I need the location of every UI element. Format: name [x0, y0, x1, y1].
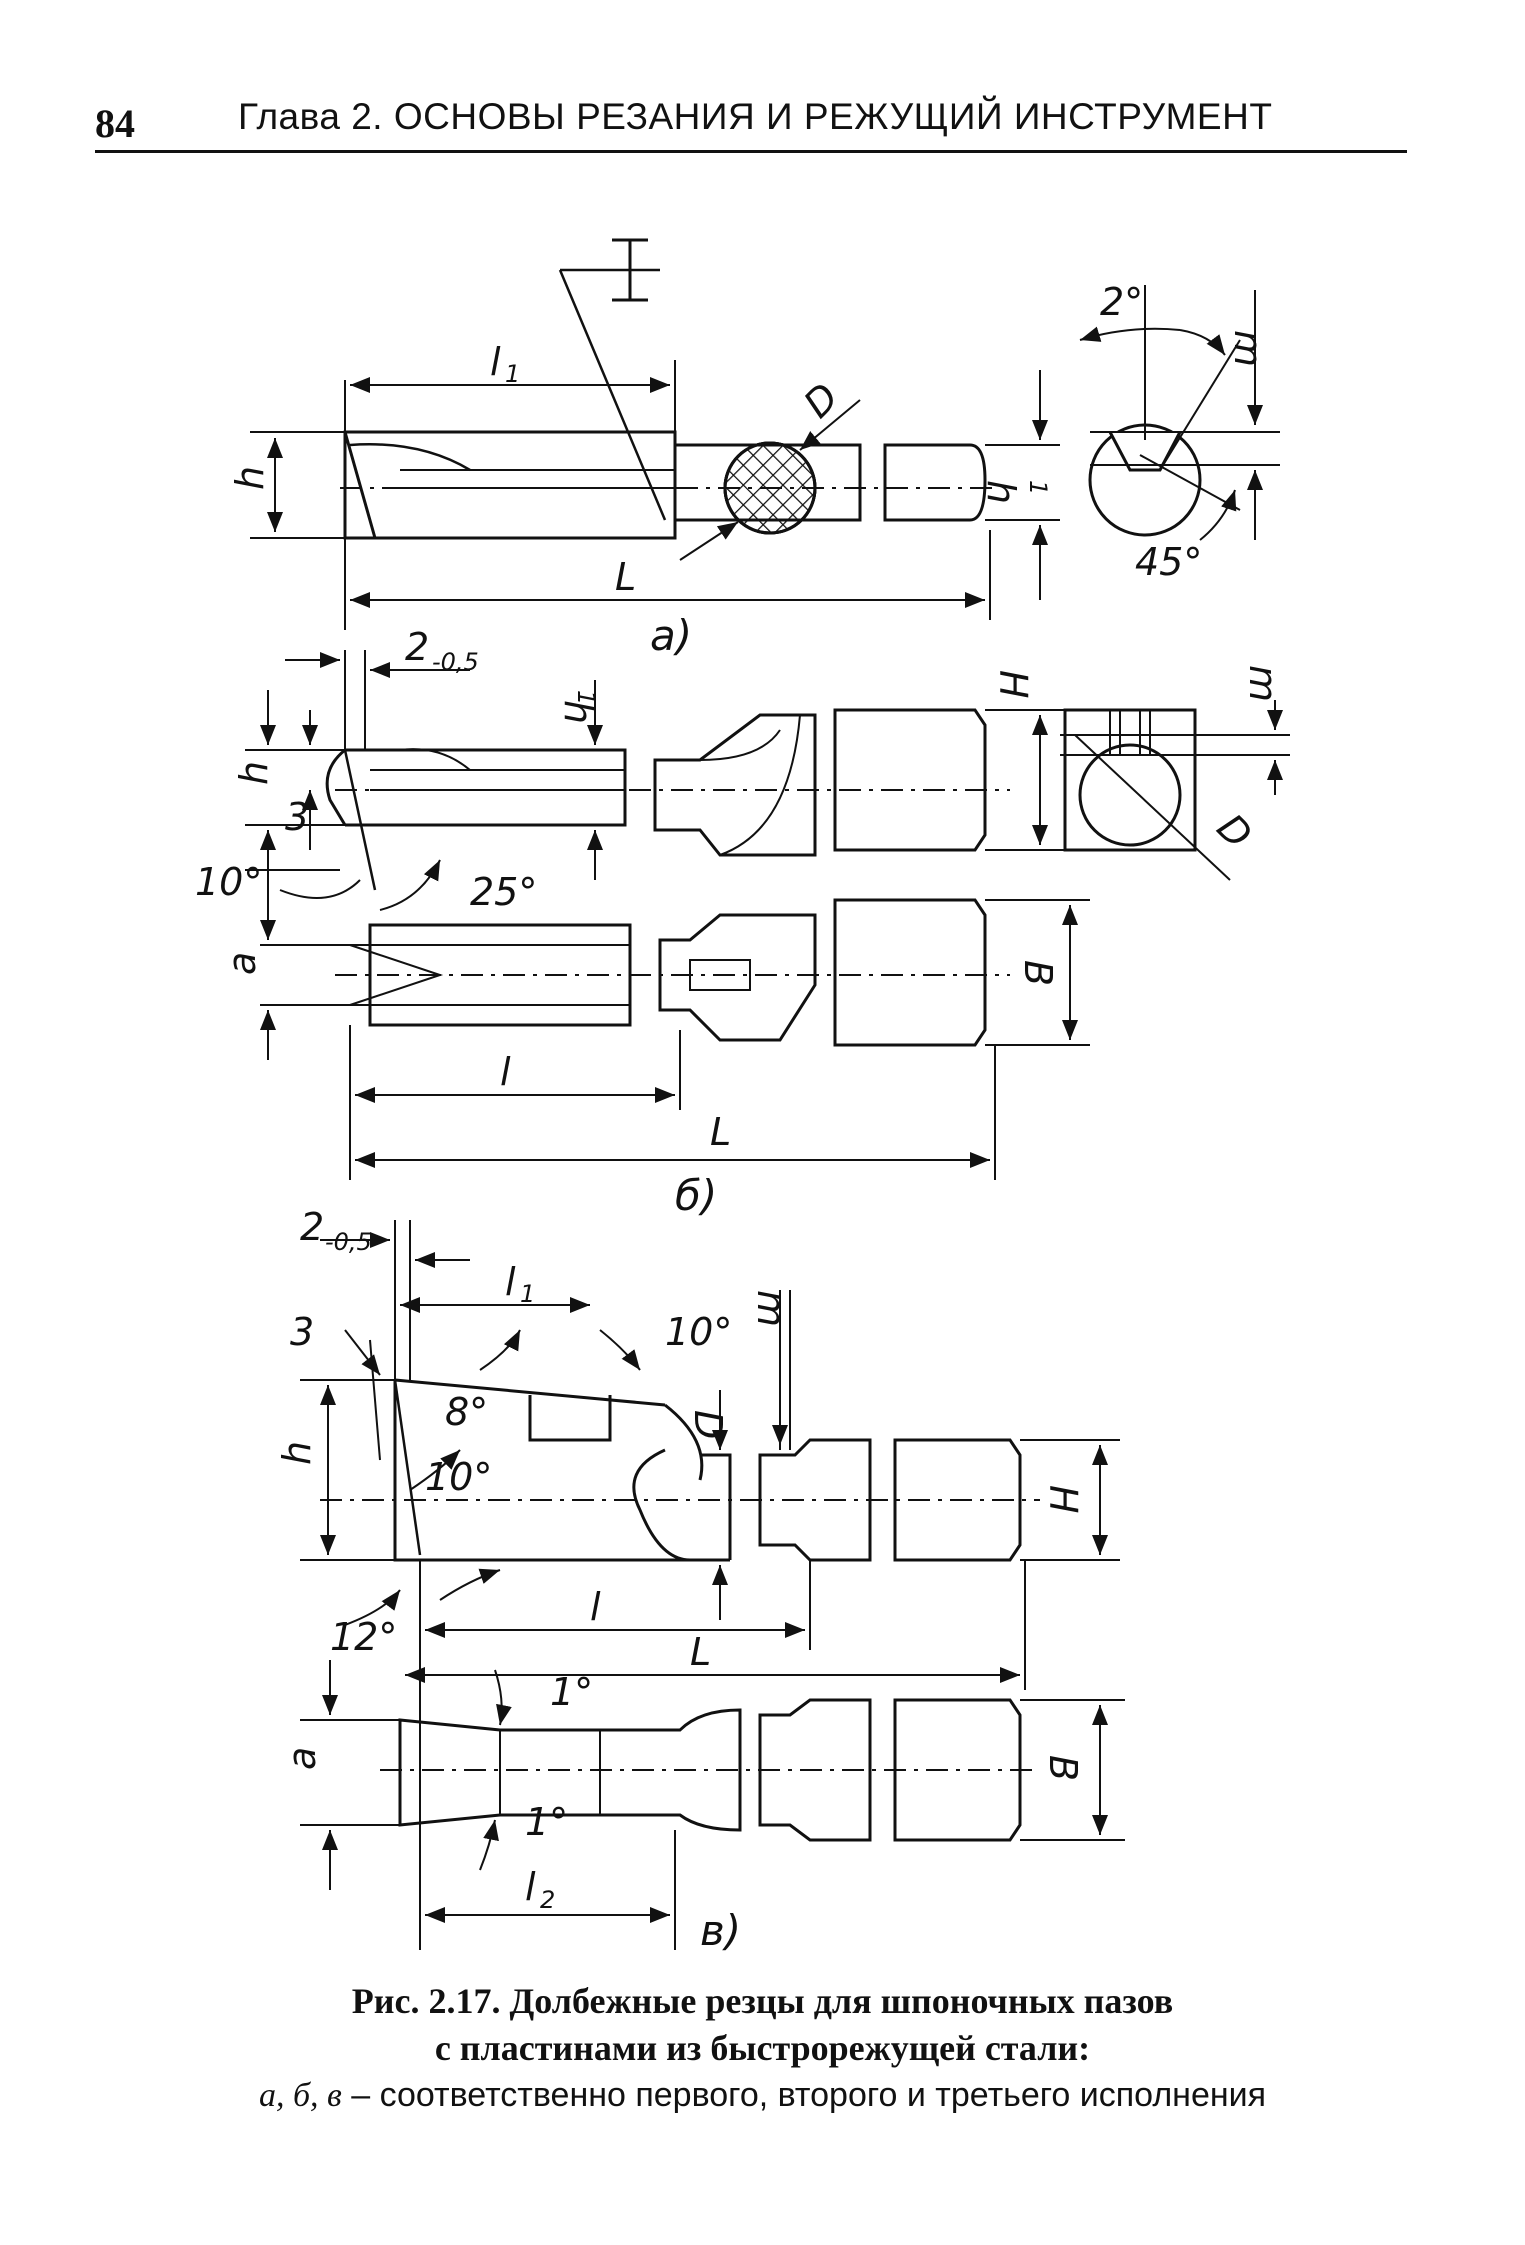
label-c: в) [700, 1906, 741, 1955]
label-a: а) [650, 611, 692, 660]
dim-m-c: m [749, 1290, 793, 1327]
dim-l2-c: l [525, 1865, 536, 1909]
caption-description-text: – соответственно первого, второго и трет… [341, 2076, 1267, 2114]
dim-h1-a: h [979, 480, 1023, 504]
page-number: 84 [95, 101, 135, 146]
tol-2-b: 2 [405, 625, 429, 669]
dim-h-b: h [232, 761, 276, 785]
angle-2-a: 2° [1100, 280, 1143, 324]
dim-H-c: H [1041, 1485, 1085, 1514]
dim-3-b: 3 [285, 795, 309, 839]
dim-D-a: D [795, 375, 847, 427]
dim-D-c: D [686, 1410, 730, 1439]
dim-L-b: L [710, 1110, 731, 1154]
svg-text:1: 1 [520, 1280, 535, 1308]
view-b-labels: 2 -0,5 h 3 h 1 10° 25° H m D a B l L б) [195, 625, 1285, 1220]
chapter-title: Глава 2. ОСНОВЫ РЕЗАНИЯ И РЕЖУЩИЙ ИНСТРУ… [238, 96, 1273, 137]
view-c-labels: 2 -0,5 3 l 1 10° m 8° D h 10° H 12° l L … [275, 1205, 1085, 1955]
dim-l-c: l [590, 1585, 601, 1629]
angle-45-a: 45° [1135, 540, 1202, 584]
figure-caption-description: а, б, в – соответственно первого, второг… [0, 2076, 1525, 2115]
svg-text:1: 1 [505, 360, 520, 388]
header-rule [95, 150, 1407, 153]
dim-l1-c: l [505, 1260, 516, 1304]
svg-text:2: 2 [540, 1886, 555, 1914]
figure-caption-title: Рис. 2.17. Долбежные резцы для шпоночных… [351, 1981, 1174, 2021]
dim-L-a: L [615, 555, 636, 599]
caption-variants: а, б, в [258, 2077, 342, 2114]
angle-10b-c: 10° [425, 1455, 492, 1499]
view-c [300, 1220, 1125, 1950]
dim-a-c: a [280, 1747, 324, 1770]
angle-1b-c: 1° [525, 1800, 568, 1844]
dim-a-b: a [220, 952, 264, 975]
dim-l-b: l [500, 1050, 511, 1094]
figure-drawing: l 1 L h h 1 D 2° m 45° а) [195, 238, 1290, 1955]
svg-text:-0,5: -0,5 [325, 1228, 372, 1256]
figure-caption-title-2: с пластинами из быстрорежущей стали: [434, 2028, 1091, 2068]
dim-h1-b: h [556, 700, 600, 724]
dim-3-c: 3 [290, 1310, 314, 1354]
dim-h-c: h [275, 1441, 319, 1465]
dim-B-b: B [1016, 960, 1060, 986]
angle-1a-c: 1° [550, 1670, 593, 1714]
svg-text:-0,5: -0,5 [432, 648, 479, 676]
dim-D-b: D [1209, 805, 1261, 857]
dim-L-c: L [690, 1630, 711, 1674]
angle-8-c: 8° [445, 1390, 488, 1434]
angle-25-b: 25° [470, 870, 537, 914]
dim-m-a: m [1226, 330, 1270, 367]
angle-10-b: 10° [195, 860, 262, 904]
svg-text:1: 1 [1024, 480, 1052, 495]
dim-B-c: B [1041, 1755, 1085, 1781]
dim-l1: l [490, 340, 501, 384]
label-b: б) [675, 1171, 717, 1220]
dim-m-b: m [1241, 665, 1285, 702]
dim-h-a: h [228, 466, 272, 490]
tol-2-c: 2 [300, 1205, 324, 1249]
view-a [250, 238, 1280, 630]
angle-10a-c: 10° [665, 1310, 732, 1354]
view-b [245, 650, 1290, 1180]
dim-H-b: H [991, 670, 1035, 699]
angle-12-c: 12° [330, 1615, 397, 1659]
svg-text:1: 1 [572, 690, 600, 705]
